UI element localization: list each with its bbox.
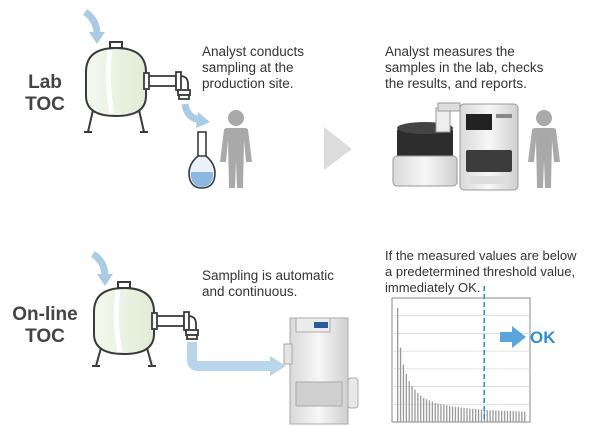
chart-bar bbox=[440, 404, 442, 422]
chart-bar bbox=[460, 407, 462, 422]
chart-bar bbox=[475, 409, 477, 422]
chart-bar bbox=[425, 399, 428, 422]
chart-bar bbox=[397, 308, 399, 422]
chart-bar bbox=[472, 408, 474, 422]
chart-bar bbox=[498, 410, 500, 422]
lab-inflow-arrow-icon bbox=[82, 9, 105, 44]
lab-toc-analyzer-icon bbox=[459, 103, 519, 191]
process-next-arrow-icon bbox=[324, 127, 352, 170]
lab-title-line2: TOC bbox=[25, 94, 65, 115]
threshold-chart bbox=[391, 286, 531, 423]
online-toc-label: On-line TOC bbox=[2, 304, 88, 348]
chart-bar bbox=[503, 410, 506, 422]
online-title-line1: On-line bbox=[12, 304, 78, 325]
chart-bar bbox=[414, 389, 416, 422]
chart-bar bbox=[399, 347, 402, 422]
analyst-person-icon bbox=[220, 110, 252, 188]
online-title-line2: TOC bbox=[25, 326, 65, 347]
chart-bar bbox=[492, 410, 494, 422]
chart-bar bbox=[449, 405, 451, 422]
chart-bar bbox=[515, 411, 517, 422]
chart-bar bbox=[477, 409, 480, 422]
lab-measure-text: Analyst measures the samples in the lab,… bbox=[385, 44, 544, 91]
flask-icon bbox=[188, 131, 216, 189]
lab-tank-icon bbox=[84, 41, 148, 133]
chart-bar bbox=[446, 405, 448, 422]
reporting-person-icon bbox=[528, 110, 560, 188]
chart-bar bbox=[402, 364, 405, 422]
chart-bar bbox=[486, 410, 488, 422]
chart-bar bbox=[431, 401, 433, 422]
ok-arrow-icon bbox=[500, 326, 526, 348]
chart-bar bbox=[405, 374, 407, 422]
chart-bar bbox=[521, 411, 523, 422]
chart-bar bbox=[451, 406, 454, 422]
online-threshold-text: If the measured values are below a prede… bbox=[385, 248, 577, 295]
chart-bar bbox=[443, 404, 445, 422]
chart-bar bbox=[506, 410, 509, 422]
chart-bar bbox=[428, 400, 431, 422]
chart-bar bbox=[434, 402, 436, 422]
chart-bar bbox=[408, 381, 410, 422]
chart-bar bbox=[501, 410, 503, 422]
chart-bar bbox=[480, 409, 483, 422]
online-sampling-text: Sampling is automatic and continuous. bbox=[202, 268, 335, 299]
chart-bar bbox=[495, 410, 497, 422]
lab-autosampler-icon bbox=[392, 102, 461, 187]
ok-label: OK bbox=[530, 328, 556, 347]
chart-bar bbox=[454, 406, 457, 422]
chart-bar bbox=[411, 386, 413, 422]
chart-bar bbox=[512, 411, 514, 422]
online-tank-icon bbox=[92, 281, 156, 367]
chart-frame bbox=[391, 297, 531, 423]
online-toc-analyzer-icon bbox=[283, 317, 359, 425]
online-flow-arrow-icon bbox=[187, 342, 286, 376]
chart-bar bbox=[423, 398, 425, 422]
online-pipe-icon bbox=[151, 311, 199, 340]
chart-bar bbox=[469, 408, 471, 422]
chart-bar bbox=[417, 393, 419, 422]
lab-sample-arrow-icon bbox=[181, 103, 210, 128]
chart-bar bbox=[420, 395, 422, 422]
chart-bar bbox=[489, 410, 491, 422]
lab-title-line1: Lab bbox=[28, 72, 62, 93]
chart-bar bbox=[524, 411, 526, 422]
chart-bar bbox=[509, 411, 511, 422]
chart-bar bbox=[463, 407, 465, 422]
online-inflow-arrow-icon bbox=[90, 251, 113, 286]
chart-bar bbox=[457, 407, 459, 422]
lab-toc-label: Lab TOC bbox=[10, 72, 80, 116]
lab-sampling-text: Analyst conducts sampling at the product… bbox=[202, 44, 305, 91]
chart-bar bbox=[518, 411, 520, 422]
lab-pipe-icon bbox=[143, 71, 191, 100]
chart-bar bbox=[437, 403, 439, 422]
chart-bar bbox=[466, 408, 468, 422]
